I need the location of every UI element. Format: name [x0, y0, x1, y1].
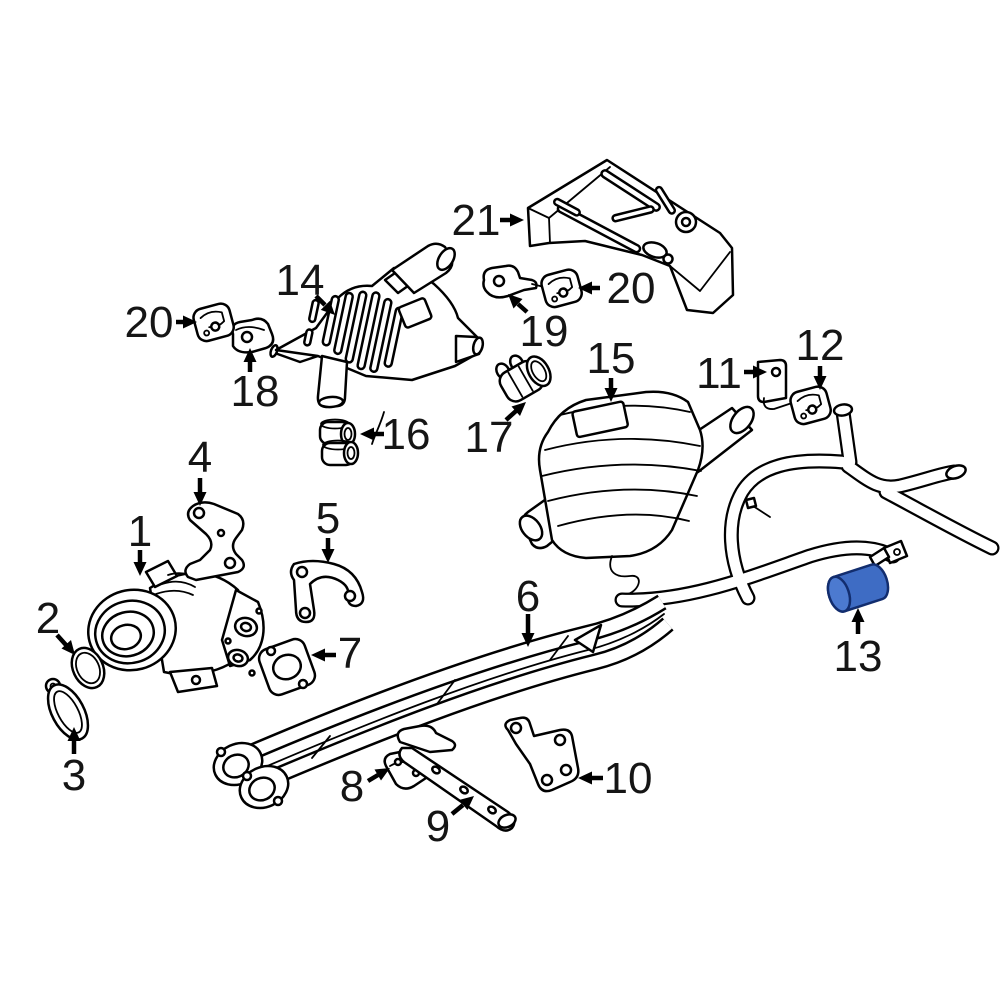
callout-20-left[interactable]: 20 [125, 298, 197, 347]
part-10-bracket-plate [504, 716, 580, 793]
part-5-bracket [289, 559, 365, 624]
part-1-catalytic-converter [87, 559, 265, 694]
callout-20-right[interactable]: 20 [578, 264, 655, 313]
callout-9[interactable]: 9 [426, 796, 474, 851]
callout-label-17[interactable]: 17 [465, 413, 514, 462]
callout-10[interactable]: 10 [578, 754, 652, 803]
callout-label-13[interactable]: 13 [834, 632, 883, 681]
callout-label-7[interactable]: 7 [338, 629, 362, 678]
part-20-rubber-mount-left [192, 302, 235, 343]
callout-13[interactable]: 13 [834, 608, 883, 681]
callout-2[interactable]: 2 [36, 594, 75, 655]
callout-8[interactable]: 8 [340, 762, 390, 811]
callout-1[interactable]: 1 [128, 507, 152, 576]
callout-18[interactable]: 18 [231, 348, 280, 416]
part-18-hanger-bracket [231, 317, 275, 354]
callouts: 1 2 3 4 5 6 7 8 [36, 196, 883, 851]
part-4-bracket [184, 501, 246, 582]
callout-label-20-left[interactable]: 20 [125, 298, 174, 347]
callout-label-4[interactable]: 4 [188, 433, 212, 482]
callout-11[interactable]: 11 [696, 349, 767, 398]
callout-label-6[interactable]: 6 [516, 572, 540, 621]
callout-label-3[interactable]: 3 [62, 751, 86, 800]
callout-16[interactable]: 16 [360, 410, 430, 459]
part-3-gasket [44, 677, 90, 741]
callout-21[interactable]: 21 [452, 196, 524, 245]
callout-12[interactable]: 12 [796, 321, 845, 390]
part-9-support-strap [396, 724, 517, 832]
callout-label-14[interactable]: 14 [276, 256, 325, 305]
callout-label-2[interactable]: 2 [36, 594, 60, 643]
part-7-flange-gasket [257, 637, 317, 697]
part-16-clamp [318, 418, 360, 467]
callout-17[interactable]: 17 [465, 402, 526, 462]
part-12-rubber-mount [789, 385, 832, 426]
callout-15[interactable]: 15 [587, 334, 636, 402]
part-15-rear-muffler [518, 390, 755, 601]
callout-6[interactable]: 6 [516, 572, 540, 647]
callout-19[interactable]: 19 [508, 294, 568, 356]
callout-label-21[interactable]: 21 [452, 196, 501, 245]
callout-label-18[interactable]: 18 [231, 367, 280, 416]
part-19-hanger-bracket [482, 264, 551, 299]
callout-3[interactable]: 3 [62, 727, 86, 800]
callout-label-9[interactable]: 9 [426, 802, 450, 851]
part-2-seal-ring [70, 646, 106, 690]
callout-5[interactable]: 5 [316, 494, 340, 563]
part-13-clamp-sleeve-highlighted[interactable] [824, 562, 892, 615]
callout-label-10[interactable]: 10 [604, 754, 653, 803]
part-17-clamp [495, 354, 552, 403]
part-20-rubber-mount-right [540, 268, 583, 309]
callout-14[interactable]: 14 [276, 256, 335, 315]
callout-4[interactable]: 4 [188, 433, 212, 506]
callout-7[interactable]: 7 [311, 629, 362, 678]
part-21-heat-shield [526, 158, 735, 315]
callout-label-12[interactable]: 12 [796, 321, 845, 370]
callout-label-19[interactable]: 19 [520, 307, 569, 356]
part-14-front-muffler [269, 242, 485, 445]
part-6-exhaust-pipe-assembly [212, 403, 1000, 810]
callout-label-20-right[interactable]: 20 [607, 264, 656, 313]
callout-label-1[interactable]: 1 [128, 507, 152, 556]
callout-label-11[interactable]: 11 [696, 349, 742, 398]
callout-label-16[interactable]: 16 [382, 410, 431, 459]
callout-label-15[interactable]: 15 [587, 334, 636, 383]
callout-label-8[interactable]: 8 [340, 762, 364, 811]
callout-label-5[interactable]: 5 [316, 494, 340, 543]
